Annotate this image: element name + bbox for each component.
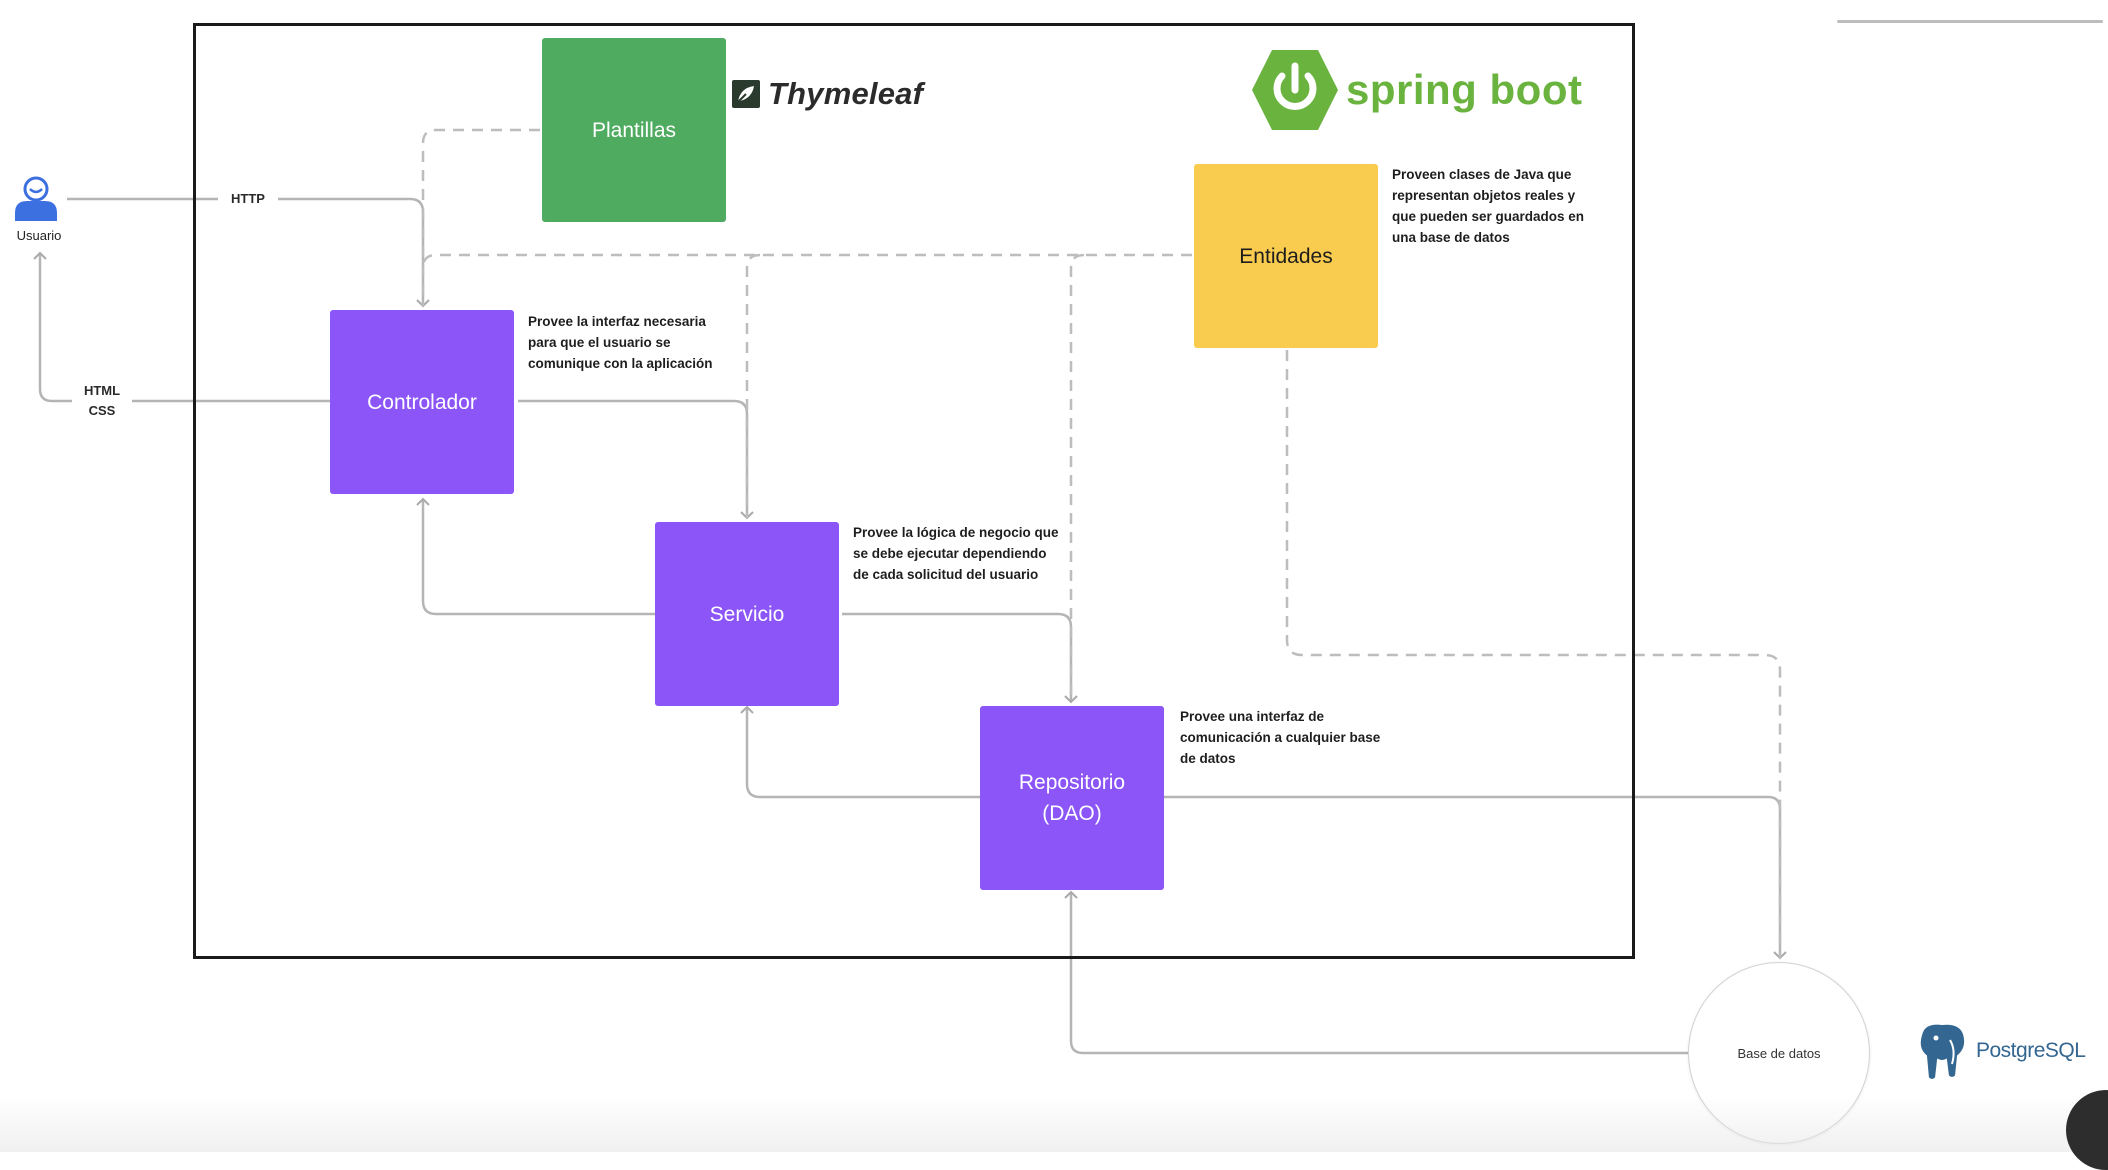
thymeleaf-text: Thymeleaf	[768, 76, 924, 111]
spring-boot-logo: spring boot	[1250, 48, 1582, 132]
http-label: HTTP	[218, 189, 278, 209]
connector-templates-controller	[421, 128, 540, 306]
entidades-description: Proveen clases de Java que representan o…	[1392, 167, 1585, 245]
connector-entities-service	[745, 253, 761, 518]
connector-db-repo	[1064, 890, 1688, 1055]
user-label: Usuario	[16, 228, 62, 243]
leaf-icon	[732, 80, 760, 108]
html-css-label: HTML CSS	[72, 381, 132, 421]
servicio-description: Provee la lógica de negocio que se debe …	[853, 525, 1059, 582]
bottom-fade	[0, 1095, 2108, 1152]
user-icon	[15, 176, 57, 221]
top-divider	[1837, 20, 2103, 23]
connector-repo-service	[740, 705, 980, 799]
spring-boot-frame	[193, 23, 1635, 959]
repositorio-box: Repositorio (DAO)	[980, 706, 1164, 890]
thymeleaf-logo: Thymeleaf	[732, 76, 923, 112]
elephant-icon	[1918, 1022, 1967, 1081]
power-icon	[1252, 50, 1338, 130]
repositorio-description: Provee una interfaz de comunicación a cu…	[1180, 709, 1381, 766]
plantillas-box: Plantillas	[542, 38, 726, 222]
controlador-description: Provee la interfaz necesaria para que el…	[528, 314, 713, 371]
spring-boot-text: spring boot	[1346, 66, 1583, 113]
connector-service-repo	[842, 612, 1078, 704]
postgresql-logo: PostgreSQL	[1912, 1020, 2086, 1082]
connector-service-controller	[416, 497, 656, 616]
connector-entities-repo	[1069, 253, 1085, 702]
database-label: Base de datos	[1737, 1045, 1821, 1061]
connector-html-css	[33, 251, 330, 403]
connector-controller-service	[518, 399, 754, 520]
connector-entities-line	[421, 253, 1192, 269]
controlador-box: Controlador	[330, 310, 514, 494]
entidades-box: Entidades	[1194, 164, 1378, 348]
postgresql-text: PostgreSQL	[1976, 1039, 2086, 1062]
servicio-box: Servicio	[655, 522, 839, 706]
